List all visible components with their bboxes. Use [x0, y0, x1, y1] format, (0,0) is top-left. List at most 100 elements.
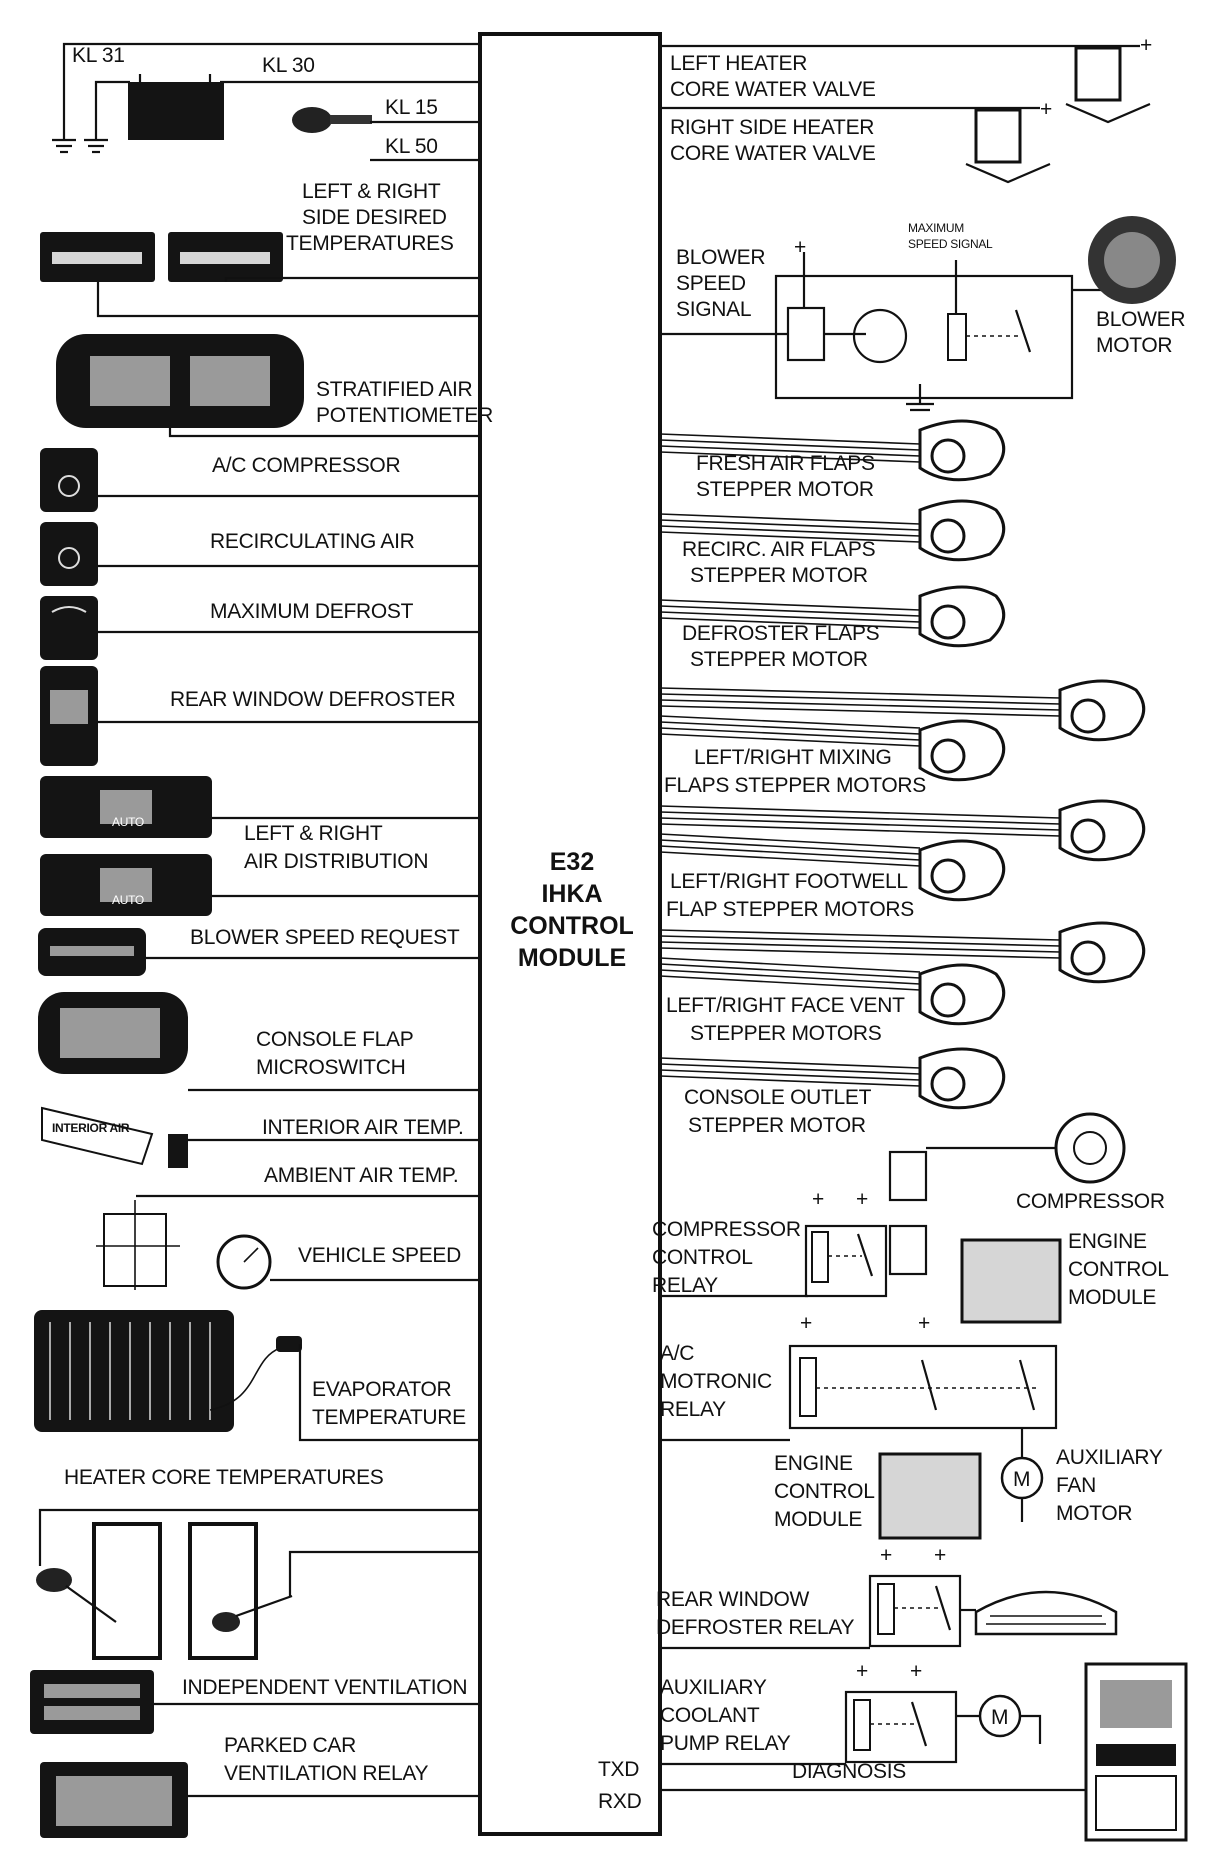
compressor-label: COMPRESSOR: [1016, 1190, 1165, 1213]
left-water-valve-icon: [1074, 46, 1122, 102]
right-heater-core-icon: [188, 1522, 258, 1660]
aux-pump-label-3: PUMP RELAY: [660, 1732, 791, 1755]
compressor-relay-label-1: COMPRESSOR: [652, 1218, 801, 1241]
parked-car-label-2: VENTILATION RELAY: [224, 1762, 428, 1785]
heater-valves-group: LEFT HEATER CORE WATER VALVE RIGHT SIDE …: [660, 34, 1152, 184]
max-speed-label-1: MAXIMUM: [908, 221, 964, 235]
evaporator-icon: [34, 1310, 234, 1432]
ecm1-label-1: ENGINE: [1068, 1230, 1147, 1253]
right-water-valve-icon: [974, 108, 1022, 164]
compressor-relay-label-2: CONTROL: [652, 1246, 753, 1269]
stratified-label-2: POTENTIOMETER: [316, 404, 493, 427]
console-outlet-stepper: CONSOLE OUTLET STEPPER MOTOR: [659, 1047, 1006, 1137]
aux-fan-label-2: FAN: [1056, 1474, 1096, 1497]
independent-vent-panel-icon: [30, 1670, 154, 1734]
parked-car-label-1: PARKED CAR: [224, 1734, 356, 1757]
module-title-line2: IHKA: [541, 880, 602, 908]
motronic-plus-1: +: [800, 1312, 812, 1335]
desired-temp-label-1: LEFT & RIGHT: [302, 180, 441, 203]
vehicle-speed-label: VEHICLE SPEED: [298, 1244, 461, 1267]
evaporator-label-1: EVAPORATOR: [312, 1378, 451, 1401]
ecm1-label-3: MODULE: [1068, 1286, 1156, 1309]
aux-pump-label-1: AUXILIARY: [660, 1676, 767, 1699]
evaporator-group: EVAPORATOR TEMPERATURE: [34, 1310, 480, 1442]
stratified-label-1: STRATIFIED AIR: [316, 378, 473, 401]
power-supply-group: KL 31 KL 30 KL 15 KL 50: [52, 42, 480, 162]
mixing-label-2: FLAPS STEPPER MOTORS: [664, 774, 926, 797]
indep-vent-label: INDEPENDENT VENTILATION: [182, 1676, 467, 1699]
mixing-steppers: LEFT/RIGHT MIXING FLAPS STEPPER MOTORS: [659, 679, 1146, 797]
vehicle-speed-group: VEHICLE SPEED: [96, 1200, 480, 1290]
defroster-label-2: STEPPER MOTOR: [690, 648, 868, 671]
kl31-label: KL 31: [72, 44, 125, 67]
motronic-relay-group: A/C MOTRONIC RELAY + + ENGINE CONTROL MO…: [660, 1312, 1163, 1540]
kl50-label: KL 50: [385, 135, 438, 158]
kl30-label: KL 30: [262, 54, 315, 77]
aux-fan-label-1: AUXILIARY: [1056, 1446, 1163, 1469]
recirculating-group: RECIRCULATING AIR: [40, 522, 480, 586]
right-valve-label-2: CORE WATER VALVE: [670, 142, 876, 165]
max-defrost-label: MAXIMUM DEFROST: [210, 600, 414, 623]
aux-pump-label-2: COOLANT: [660, 1704, 760, 1727]
motronic-label-2: MOTRONIC: [660, 1370, 772, 1393]
heater-core-label: HEATER CORE TEMPERATURES: [64, 1466, 384, 1489]
diagnosis-label: DIAGNOSIS: [792, 1760, 906, 1783]
diagnosis-group: TXD RXD DIAGNOSIS: [598, 1662, 1188, 1842]
ac-button-icon: [40, 448, 98, 512]
stratified-air-group: STRATIFIED AIR POTENTIOMETER: [56, 334, 493, 438]
blower-request-group: BLOWER SPEED REQUEST: [38, 926, 480, 976]
module-title-line3: CONTROL: [510, 912, 634, 940]
blower-speed-module-box: [774, 274, 1074, 400]
left-valve-label-2: CORE WATER VALVE: [670, 78, 876, 101]
left-heater-core-icon: [92, 1522, 162, 1660]
evaporator-label-2: TEMPERATURE: [312, 1406, 466, 1429]
footwell-label-2: FLAP STEPPER MOTORS: [666, 898, 914, 921]
auto-label-bottom: AUTO: [112, 893, 144, 907]
aux-pump-relay-box: [844, 1690, 958, 1764]
fresh-air-label-1: FRESH AIR FLAPS: [696, 452, 875, 475]
control-module-box: [478, 32, 662, 1836]
rear-relay-label-1: REAR WINDOW: [656, 1588, 810, 1611]
max-speed-label-2: SPEED SIGNAL: [908, 237, 993, 251]
footwell-steppers: LEFT/RIGHT FOOTWELL FLAP STEPPER MOTORS: [659, 799, 1146, 921]
interior-air-tag: INTERIOR AIR: [52, 1121, 130, 1135]
defrost-button-icon: [40, 596, 98, 660]
defroster-label-1: DEFROSTER FLAPS: [682, 622, 880, 645]
module-title-line1: E32: [550, 848, 594, 876]
rxd-label: RXD: [598, 1790, 642, 1813]
ignition-key-icon: [292, 107, 372, 133]
interior-temp-group: INTERIOR AIR INTERIOR AIR TEMP. AMBIENT …: [41, 1106, 480, 1198]
battery-icon: [128, 82, 224, 140]
blower-signal-group: BLOWER SPEED SIGNAL MAXIMUM SPEED SIGNAL…: [660, 216, 1186, 412]
blower-motor-label-2: MOTOR: [1096, 334, 1172, 357]
recirc-label-1: RECIRC. AIR FLAPS: [682, 538, 876, 561]
console-flap-label-2: MICROSWITCH: [256, 1056, 406, 1079]
ac-compressor-group: A/C COMPRESSOR: [40, 448, 480, 512]
rear-window-grid-icon: [974, 1590, 1118, 1636]
left-valve-plus: +: [1140, 34, 1152, 57]
blower-request-label: BLOWER SPEED REQUEST: [190, 926, 460, 949]
ecm2-label-2: CONTROL: [774, 1480, 875, 1503]
blower-signal-label-1: BLOWER: [676, 246, 765, 269]
fresh-air-stepper: FRESH AIR FLAPS STEPPER MOTOR: [659, 419, 1006, 501]
engine-control-module-icon-2: [878, 1452, 982, 1540]
recirc-label-2: STEPPER MOTOR: [690, 564, 868, 587]
recirculating-label: RECIRCULATING AIR: [210, 530, 415, 553]
motronic-label-3: RELAY: [660, 1398, 726, 1421]
motronic-label-1: A/C: [660, 1342, 694, 1365]
compressor-relay-group: COMPRESSOR + + COMPRESSOR CONTROL RELAY …: [652, 1112, 1169, 1324]
compressor-relay-label-3: RELAY: [652, 1274, 718, 1297]
right-valve-plus: +: [1040, 98, 1052, 121]
face-vent-label-2: STEPPER MOTORS: [690, 1022, 882, 1045]
blower-transistor-icon: [852, 308, 908, 364]
motronic-relay-box: [788, 1344, 1058, 1430]
aux-pump-group: AUXILIARY COOLANT PUMP RELAY + + M: [660, 1660, 1042, 1766]
motronic-plus-2: +: [918, 1312, 930, 1335]
compressor-relay-box: [804, 1224, 888, 1298]
blower-plus: +: [794, 236, 806, 259]
stepper-motors-group: FRESH AIR FLAPS STEPPER MOTOR RECIRC. AI…: [659, 419, 1146, 1137]
desired-temp-label-2: SIDE DESIRED: [302, 206, 447, 229]
aux-fan-motor-symbol: M: [1013, 1468, 1030, 1491]
air-distribution-group: AUTO AUTO LEFT & RIGHT AIR DISTRIBUTION: [40, 776, 480, 916]
